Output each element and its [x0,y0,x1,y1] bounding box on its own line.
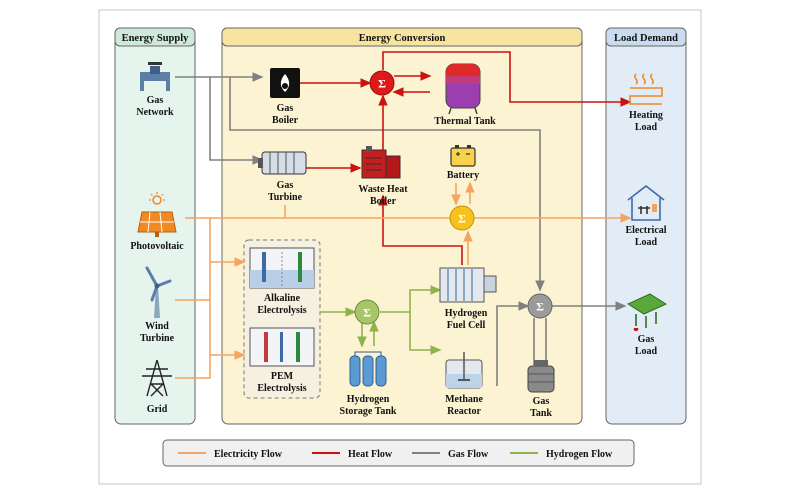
hydrogen-storage-label-1: Hydrogen [347,394,390,405]
thermal-tank-icon [445,63,481,115]
energy-conversion-title: Energy Conversion [359,33,446,44]
heating-load-icon [629,73,663,105]
electricity-sum-node: Σ [449,205,475,231]
gas-tank-label-2: Tank [530,408,552,419]
wind-turbine-label-1: Wind [145,321,169,332]
fuel-cell-label-1: Hydrogen [445,308,488,319]
svg-text:Σ: Σ [378,77,386,91]
battery-label: Battery [447,170,479,181]
gas-network-label-2: Network [136,107,174,118]
pem-label-1: PEM [271,371,294,382]
energy-supply-title: Energy Supply [122,33,190,44]
heating-load-label-1: Heating [629,110,663,121]
heating-load-label-2: Load [635,122,658,133]
gas-turbine-label-2: Turbine [268,192,303,203]
waste-heat-boiler-label-2: Boiler [370,196,397,207]
legend: Electricity Flow Heat Flow Gas Flow Hydr… [162,439,635,467]
methane-reactor-icon [445,352,483,389]
heat-sum-node: Σ [369,70,395,96]
methane-reactor-label-1: Methane [445,394,483,405]
gas-network-label-1: Gas [147,95,164,106]
gas-sum-node: Σ [527,293,553,319]
legend-box [162,439,635,467]
thermal-tank-label: Thermal Tank [434,116,496,127]
legend-gas-label: Gas Flow [448,449,489,460]
gas-tank-label-1: Gas [533,396,550,407]
electrical-load-label-1: Electrical [625,225,666,236]
photovoltaic-label: Photovoltaic [130,241,184,252]
hydrogen-fuel-cell-icon [439,267,497,303]
solar-panel-icon [137,192,177,237]
hydrogen-flow-lines [320,285,442,355]
load-demand-header [605,27,687,47]
alkaline-label-1: Alkaline [264,293,301,304]
methane-reactor-label-2: Reactor [447,406,481,417]
legend-heat-label: Heat Flow [348,449,393,460]
grid-tower-icon [142,359,172,397]
gas-load-icon [626,293,668,331]
grid-label: Grid [147,404,168,415]
fuel-cell-label-2: Fuel Cell [447,320,486,331]
heat-flow-lines [300,51,632,265]
energy-conversion-header [221,27,583,47]
legend-electricity-label: Electricity Flow [214,449,283,460]
electrical-load-label-2: Load [635,237,658,248]
hydrogen-storage-tank-icon [349,351,387,387]
pem-label-2: Electrolysis [257,383,306,394]
hydrogen-storage-label-2: Storage Tank [340,406,397,417]
legend-hydrogen-label: Hydrogen Flow [546,449,613,460]
wind-turbine-icon [145,266,172,318]
gas-turbine-icon [258,151,307,175]
electrical-load-icon [627,184,665,221]
energy-supply-header [114,27,196,47]
electricity-flow-lines [175,181,632,379]
svg-text:Σ: Σ [363,306,371,320]
gas-load-label-1: Gas [638,334,655,345]
alkaline-electrolysis-icon [249,247,315,289]
gas-boiler-label-2: Boiler [272,115,299,126]
gas-turbine-label-1: Gas [277,180,294,191]
battery-icon [450,145,476,167]
svg-text:Σ: Σ [536,300,544,314]
hydrogen-sum-node: Σ [354,299,380,325]
svg-text:Σ: Σ [458,212,466,226]
gas-boiler-icon [270,68,300,98]
load-demand-title: Load Demand [614,33,678,44]
gas-load-label-2: Load [635,346,658,357]
waste-heat-boiler-label-1: Waste Heat [358,184,408,195]
gas-flow-lines [175,72,627,386]
gas-network-icon [140,62,170,91]
waste-heat-boiler-icon [361,146,401,179]
alkaline-label-2: Electrolysis [257,305,306,316]
pem-electrolysis-icon [249,327,315,367]
gas-boiler-label-1: Gas [277,103,294,114]
wind-turbine-label-2: Turbine [140,333,175,344]
gas-tank-icon [527,360,555,393]
